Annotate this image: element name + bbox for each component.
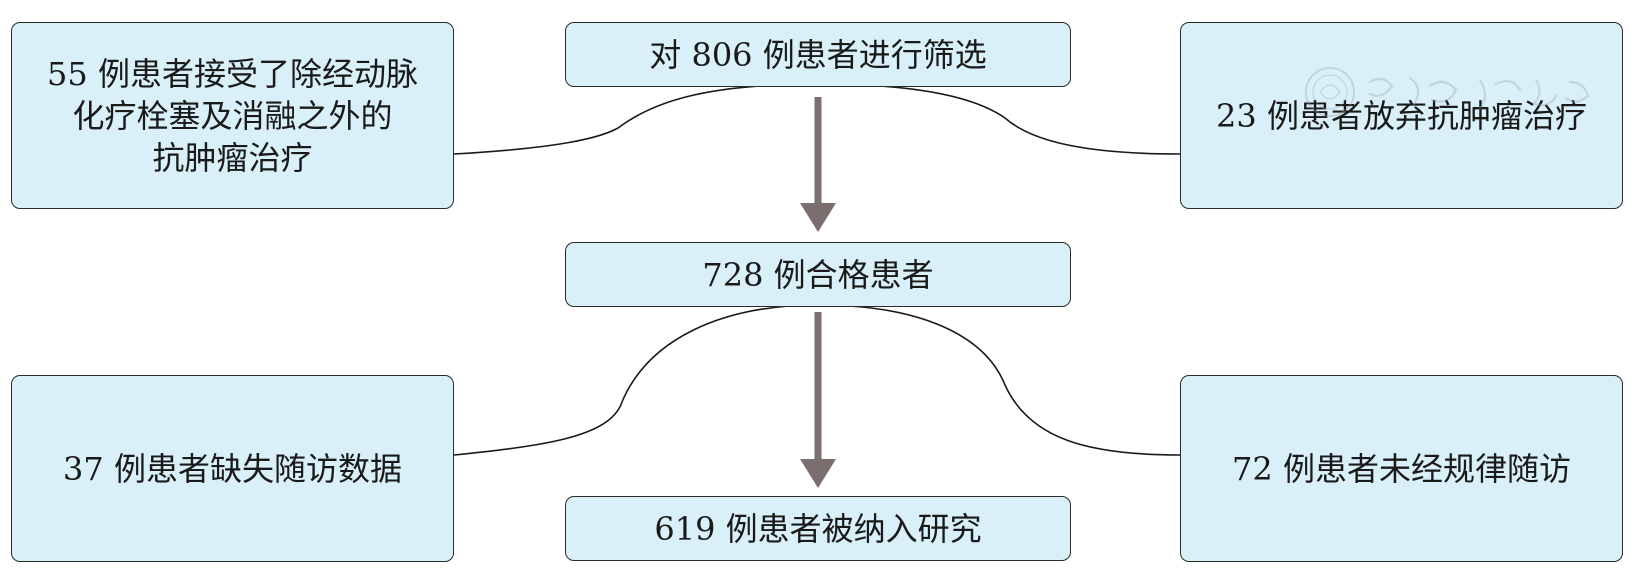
node-excluded-abandoned: 23 例患者放弃抗肿瘤治疗	[1180, 22, 1623, 209]
node-excluded-other-treatment-line-1: 55 例患者接受了除经动脉	[47, 54, 418, 93]
arrow-screened-to-eligible-head	[800, 203, 836, 232]
node-screened-label: 对 806 例患者进行筛选	[649, 35, 987, 74]
node-excluded-abandoned-label: 23 例患者放弃抗肿瘤治疗	[1216, 96, 1587, 135]
node-eligible-label: 728 例合格患者	[702, 255, 934, 294]
node-excluded-missing-followup-label: 37 例患者缺失随访数据	[63, 449, 402, 488]
node-screened: 对 806 例患者进行筛选	[565, 22, 1071, 87]
node-excluded-irregular-followup-label: 72 例患者未经规律随访	[1232, 449, 1571, 488]
node-excluded-other-treatment: 55 例患者接受了除经动脉 化疗栓塞及消融之外的 抗肿瘤治疗	[11, 22, 454, 209]
node-included: 619 例患者被纳入研究	[565, 496, 1071, 561]
watermark-seal-icon	[1305, 67, 1590, 117]
node-eligible: 728 例合格患者	[565, 242, 1071, 307]
node-excluded-irregular-followup: 72 例患者未经规律随访	[1180, 375, 1623, 562]
node-excluded-other-treatment-line-2: 化疗栓塞及消融之外的	[72, 96, 393, 135]
node-included-label: 619 例患者被纳入研究	[654, 509, 982, 548]
node-excluded-other-treatment-line-3: 抗肿瘤治疗	[152, 138, 313, 177]
node-excluded-missing-followup: 37 例患者缺失随访数据	[11, 375, 454, 562]
arrow-eligible-to-included-head	[800, 459, 836, 488]
